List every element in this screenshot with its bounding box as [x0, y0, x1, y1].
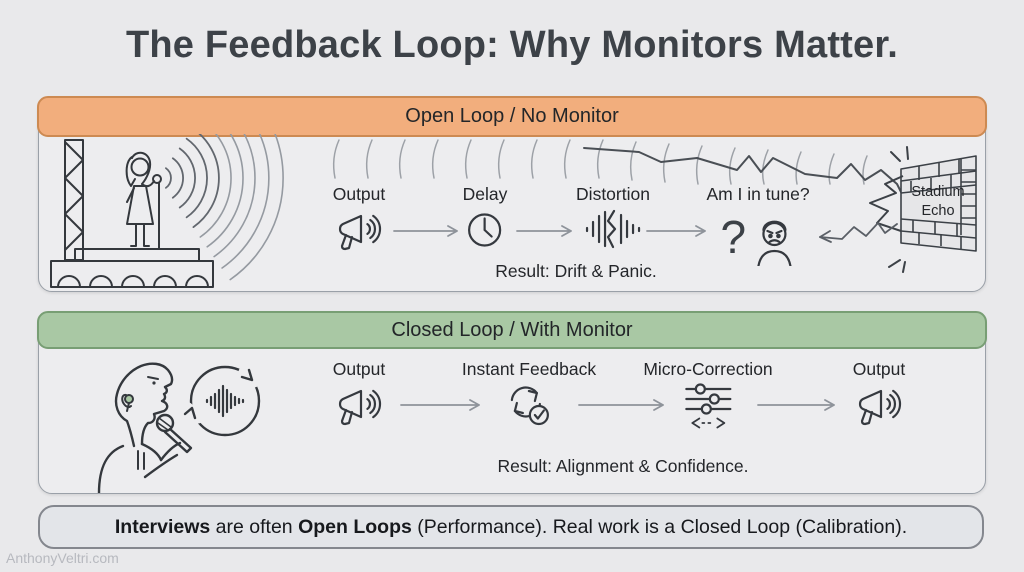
open-step-am-i-in-tune: Am I in tune? ?: [706, 184, 810, 266]
summary-text: are often: [210, 515, 299, 538]
step-label: Micro-Correction: [643, 359, 773, 379]
megaphone-icon: [338, 389, 382, 426]
echo-return-arrow: [819, 222, 898, 243]
open-step-delay: Delay: [462, 184, 508, 252]
echo-decay-line: [583, 147, 902, 193]
clock-icon: [468, 213, 502, 247]
female-singer-icon: [125, 151, 168, 250]
distorted-waveform-icon: [585, 209, 641, 249]
flow-arrows: [400, 399, 835, 411]
megaphone-icon: [338, 214, 382, 251]
closed-loop-result: Result: Alignment & Confidence.: [497, 456, 749, 476]
dashed-range-arrow-icon: [691, 417, 725, 429]
open-loop-result: Result: Drift & Panic.: [495, 261, 657, 281]
step-label: Delay: [462, 184, 508, 204]
truss-tower-icon: [64, 139, 84, 261]
summary-text: (Performance). Real work is a Closed Loo…: [411, 515, 908, 538]
open-step-distortion: Distortion: [576, 184, 650, 250]
closed-loop-panel: Closed Loop / With Monitor: [37, 311, 987, 494]
open-loop-header: Open Loop / No Monitor: [37, 96, 987, 137]
stadium-echo-label: Stadium Echo: [911, 184, 965, 219]
step-label: Am I in tune?: [706, 184, 810, 204]
watermark: AnthonyVeltri.com: [6, 550, 119, 566]
impact-starburst-icon: [888, 146, 909, 273]
step-label: Instant Feedback: [461, 359, 597, 379]
closed-step-output-2: Output: [850, 359, 908, 427]
closed-step-micro-correction: Micro-Correction: [643, 359, 773, 431]
closed-step-instant-feedback: Instant Feedback: [462, 359, 596, 429]
flow-arrows: [393, 225, 706, 237]
microphone-icon: [155, 413, 193, 454]
summary-bold-interviews: Interviews: [114, 515, 211, 538]
open-loop-panel: Open Loop / No Monitor: [37, 96, 987, 292]
closed-step-output: Output: [330, 359, 388, 427]
sound-waves-icon: [165, 134, 284, 281]
step-label: Distortion: [576, 184, 650, 204]
summary-bar: Interviews are often Open Loops (Perform…: [38, 505, 984, 549]
sound-decay-ticks: [332, 139, 868, 185]
stadium-echo-wall: [869, 155, 977, 252]
singer-with-monitor-illustration: [97, 362, 261, 493]
step-label: Output: [332, 359, 386, 379]
closed-loop-decorations: [400, 399, 835, 411]
page-title: The Feedback Loop: Why Monitors Matter.: [125, 24, 899, 66]
loop-waveform-icon: [182, 365, 261, 437]
open-step-output: Output: [330, 184, 388, 252]
open-loop-decorations: [332, 139, 977, 273]
closed-loop-header: Closed Loop / With Monitor: [37, 311, 987, 349]
feedback-cycle-check-icon: [510, 386, 550, 426]
summary-bold-open-loops: Open Loops: [298, 515, 412, 538]
stage-platform: [50, 248, 214, 288]
step-label: Output: [852, 359, 906, 379]
question-mark-glyph: ?: [720, 211, 746, 263]
sliders-adjust-icon: [684, 383, 732, 429]
step-label: Output: [332, 184, 386, 204]
question-worried-singer-icon: ?: [720, 211, 792, 266]
stage-singer-illustration: [50, 134, 284, 288]
megaphone-icon: [858, 389, 902, 426]
